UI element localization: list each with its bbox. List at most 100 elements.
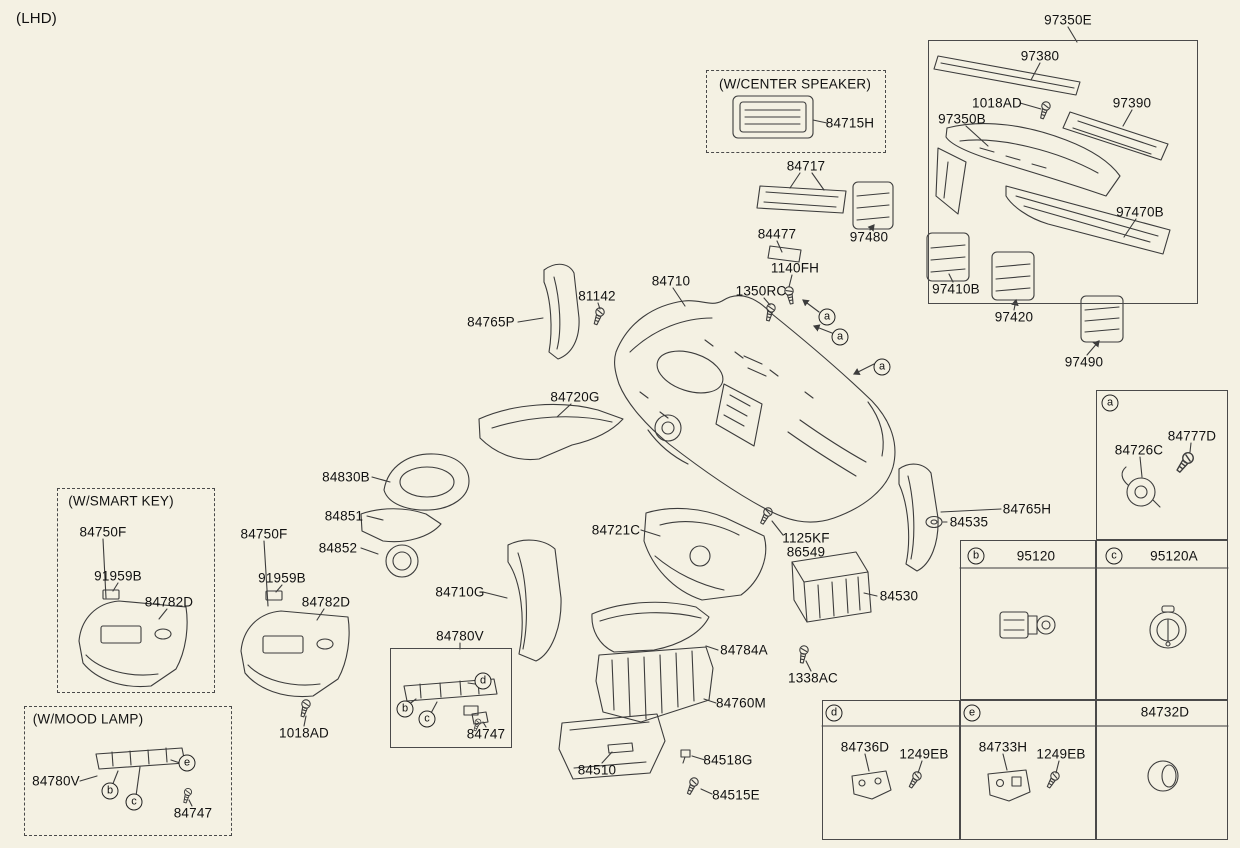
legend-c-marker: c — [1105, 547, 1123, 565]
part-label-1018AD: 1018AD — [972, 95, 1022, 111]
part-label-97410B: 97410B — [932, 281, 980, 297]
legend-b-marker: b — [967, 547, 985, 565]
shape-defroster-strip-97380 — [933, 55, 1081, 96]
shape-cover-84784A — [591, 601, 710, 653]
part-label-84851: 84851 — [324, 508, 364, 524]
part-label-84747: 84747 — [466, 726, 506, 742]
shape-nozzle-97390 — [1062, 111, 1169, 161]
shape-module-84530 — [791, 551, 872, 623]
callout-a-2: a — [831, 328, 849, 346]
drive-layout-label: (LHD) — [16, 10, 57, 27]
part-label-1125KF: 1125KF — [782, 530, 830, 546]
legend-c-box — [1096, 540, 1228, 700]
legend-b-box — [960, 540, 1096, 700]
shape-lower-panel-smart-key — [78, 589, 188, 688]
screw-81142-icon — [591, 306, 606, 327]
shape-cluster-bezel-84830B — [383, 453, 470, 511]
part-label-86549: 86549 — [786, 544, 826, 560]
part-label-97480: 97480 — [849, 229, 889, 245]
part-label-97390: 97390 — [1112, 95, 1152, 111]
part-label-97350E: 97350E — [1044, 12, 1092, 28]
shape-cowl-84721C — [643, 507, 767, 601]
part-label-84777D: 84777D — [1167, 428, 1217, 444]
part-label-97350B: 97350B — [938, 111, 986, 127]
legend-cap-box — [1096, 700, 1228, 840]
shape-grommet-84535 — [925, 515, 943, 529]
screw-84515E-icon — [684, 775, 701, 797]
part-label-84782D: 84782D — [301, 594, 351, 610]
legend-d-marker: d — [825, 704, 843, 722]
part-label-84736D: 84736D — [840, 739, 890, 755]
callout-a-3: a — [873, 358, 891, 376]
part-label-84477: 84477 — [757, 226, 797, 242]
part-label-84750F-smartkey: 84750F — [79, 524, 127, 540]
shape-housing-84760M — [595, 646, 714, 723]
shape-vent-97480 — [852, 181, 894, 230]
shape-vent-97410B — [926, 232, 970, 282]
shape-bracket-84477 — [767, 245, 802, 263]
shape-cap-84732D — [1147, 760, 1179, 792]
mood-lamp-box-title: (W/MOOD LAMP) — [32, 711, 144, 727]
leader-lines — [79, 26, 1192, 807]
part-label-84852: 84852 — [318, 540, 358, 556]
part-label-1140FH: 1140FH — [770, 260, 820, 276]
smart-key-box — [57, 488, 215, 693]
part-label-84710G: 84710G — [435, 584, 485, 600]
lampbox-b-marker: b — [396, 700, 414, 718]
shape-glovebox-84510 — [558, 713, 666, 780]
shape-bracket-84736D — [851, 770, 892, 800]
part-label-97420: 97420 — [994, 309, 1034, 325]
lampbox-c-marker: c — [418, 710, 436, 728]
part-label-97380: 97380 — [1020, 48, 1060, 64]
center-speaker-box — [706, 70, 886, 153]
shape-side-cover-84765P — [543, 263, 580, 360]
part-label-81142: 81142 — [578, 288, 616, 304]
footwell-lamp-box — [390, 648, 512, 748]
screw-1018AD-bottom-icon — [297, 698, 312, 719]
smart-key-box-title: (W/SMART KEY) — [68, 493, 174, 509]
shape-crash-pad-84710 — [614, 295, 896, 523]
part-label-84765H: 84765H — [1002, 501, 1052, 517]
moodbox-e-marker: e — [178, 754, 196, 772]
callout-arrows — [802, 299, 875, 375]
part-label-84726C: 84726C — [1114, 442, 1164, 458]
lampbox-d-marker: d — [474, 672, 492, 690]
part-label-91959B-smartkey: 91959B — [94, 568, 142, 584]
legend-separators — [821, 567, 1229, 727]
part-label-84780V: 84780V — [436, 628, 484, 644]
part-label-84784A: 84784A — [720, 642, 768, 658]
defroster-assembly-box — [928, 40, 1198, 304]
screw-1338AC-icon — [797, 644, 810, 665]
shape-side-cover-84765H — [898, 463, 939, 572]
part-label-84715H: 84715H — [825, 115, 875, 131]
part-label-95120A: 95120A — [1150, 548, 1198, 564]
moodbox-b-marker: b — [101, 782, 119, 800]
shape-duct-97350B — [935, 123, 1121, 215]
part-label-84510: 84510 — [577, 762, 617, 778]
legend-e-marker: e — [963, 704, 981, 722]
part-label-95120: 95120 — [1016, 548, 1056, 564]
part-label-84732D: 84732D — [1140, 704, 1190, 720]
part-label-1249EB-e: 1249EB — [1036, 746, 1086, 762]
legend-d-box — [822, 700, 960, 840]
part-label-84830B: 84830B — [322, 469, 370, 485]
shape-speaker-grille-84715H — [732, 95, 814, 139]
part-label-84530: 84530 — [879, 588, 919, 604]
part-label-1350RC: 1350RC — [735, 283, 787, 299]
part-label-84535: 84535 — [949, 514, 989, 530]
part-label-84721C: 84721C — [591, 522, 641, 538]
shape-lighter-95120 — [999, 611, 1056, 639]
shape-duct-97470B — [1005, 185, 1171, 255]
part-label-1338AC: 1338AC — [788, 670, 838, 686]
moodbox-c-marker: c — [125, 793, 143, 811]
part-label-84765P: 84765P — [467, 314, 515, 330]
part-label-84747-mood: 84747 — [173, 805, 213, 821]
shape-clip-84726C — [1121, 466, 1161, 508]
legend-a-box — [1096, 390, 1228, 540]
part-label-91959B: 91959B — [258, 570, 306, 586]
mood-lamp-box — [24, 706, 232, 836]
part-label-84780V-mood: 84780V — [32, 773, 80, 789]
part-label-97470B: 97470B — [1116, 204, 1164, 220]
